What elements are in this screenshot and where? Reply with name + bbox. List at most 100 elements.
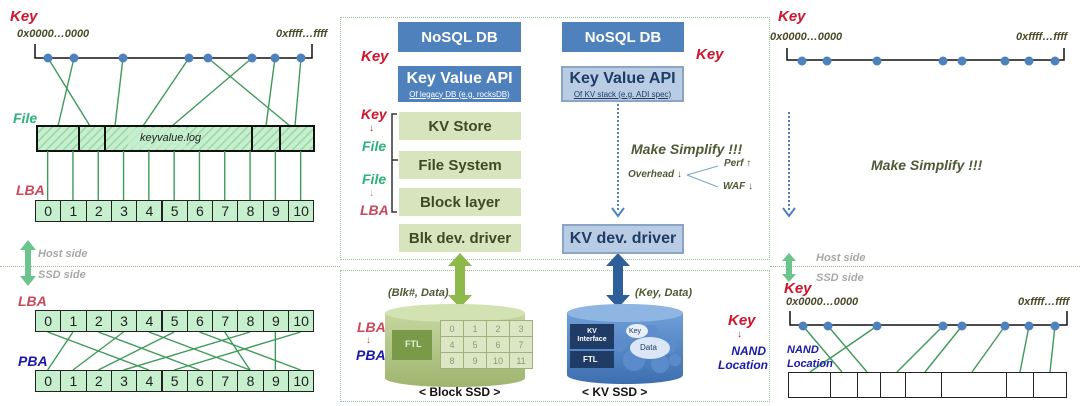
kv-interface-box xyxy=(570,324,614,349)
layer-block-layer: Block layer xyxy=(399,188,521,216)
key-dot xyxy=(69,53,79,63)
lba-to-pba-line xyxy=(173,331,301,371)
map-file-label-2: File xyxy=(362,171,387,187)
nand-map-arrow: ↓ xyxy=(737,329,742,340)
nosql-db-kv: NoSQL DB xyxy=(562,22,684,52)
pba-cell: 3 xyxy=(110,370,138,392)
kv-api-kv-title: Key Value API xyxy=(569,69,676,87)
key-dot xyxy=(1024,56,1034,66)
key-to-nand-line xyxy=(1049,325,1056,373)
lba-top-cell: 3 xyxy=(110,200,138,222)
nand-key-label: Key xyxy=(728,312,756,329)
lba-top-cell: 6 xyxy=(186,200,214,222)
pba-cell: 0 xyxy=(35,370,62,392)
lba-to-pba-line xyxy=(98,331,200,371)
pba-cell: 7 xyxy=(212,370,239,392)
lba-top-cell: 9 xyxy=(262,200,289,222)
nand-cell xyxy=(788,372,831,398)
map-lba-label: LBA xyxy=(360,202,389,218)
key-to-nand-line xyxy=(827,325,868,373)
kv-api-legacy: Key Value API Of legacy DB (e.g. rocksDB… xyxy=(398,66,521,102)
blk-dev-driver: Blk dev. driver xyxy=(399,224,521,252)
nand-cell xyxy=(880,372,906,398)
left-key-range-start: 0x0000…0000 xyxy=(17,28,90,40)
left-host-ssd-divider xyxy=(0,266,340,267)
lba-to-pba-line xyxy=(148,331,251,371)
kv-api-legacy-subtitle: Of legacy DB (e.g. rocksDB) xyxy=(409,89,510,99)
lba-bottom-cell: 4 xyxy=(136,310,163,332)
lba-top-cell: 10 xyxy=(288,200,315,222)
ftl-grid-cell: 8 xyxy=(440,352,464,369)
key-dot xyxy=(823,321,833,331)
key-to-nand-line xyxy=(971,325,1006,373)
kv-api-legacy-title: Key Value API xyxy=(406,69,513,87)
key-dot xyxy=(822,56,832,66)
lba-to-pba-line xyxy=(123,331,251,371)
kv-ftl-label: FTL xyxy=(583,355,598,364)
kv-io-arrow xyxy=(606,253,630,308)
lba-top-cell: 8 xyxy=(237,200,264,222)
key-range-axis xyxy=(34,44,313,59)
overhead-label: Overhead ↓ xyxy=(628,169,682,180)
ftl-grid-cell: 4 xyxy=(440,336,464,353)
key-dot xyxy=(957,321,967,331)
nosql-db-legacy: NoSQL DB xyxy=(398,22,521,52)
key-to-file-line xyxy=(294,57,302,127)
lba-bottom-cell: 7 xyxy=(212,310,239,332)
block-ssd-caption: < Block SSD > xyxy=(419,385,501,399)
lba-top-cell: 7 xyxy=(212,200,239,222)
nand-location-label: NAND Location xyxy=(718,344,768,373)
key-dot xyxy=(1050,321,1060,331)
key-to-file-line xyxy=(57,57,75,127)
key-dot xyxy=(1050,56,1060,66)
lba-bottom-cell: 0 xyxy=(35,310,62,332)
lba-bottom-cell: 9 xyxy=(262,310,289,332)
key-to-nand-line xyxy=(896,325,944,373)
key-to-file-line xyxy=(142,57,190,127)
bubble-data-label: Data xyxy=(640,343,657,352)
key-dot xyxy=(797,56,807,66)
map-file-label-1: File xyxy=(362,138,387,154)
nosql-db-kv-label: NoSQL DB xyxy=(584,28,662,46)
kv-api-kv-subtitle: Of KV stack (e.g. ADI spec) xyxy=(573,89,672,99)
map-arrow-2: ↓ xyxy=(369,188,374,199)
key-dot xyxy=(296,53,306,63)
map-key-label: Key xyxy=(361,106,387,122)
mapping-bracket xyxy=(391,113,398,213)
blk-dev-driver-label: Blk dev. driver xyxy=(408,229,512,247)
pba-cell: 9 xyxy=(262,370,289,392)
lba-bottom-cell: 1 xyxy=(60,310,87,332)
nand-cell xyxy=(857,372,881,398)
pba-cell: 5 xyxy=(161,370,188,392)
nand-cell xyxy=(941,372,1007,398)
left-key-range-end: 0xffff…ffff xyxy=(276,28,328,40)
make-simplify-right: Make Simplify !!! xyxy=(871,157,983,173)
kv-dev-driver-label: KV dev. driver xyxy=(569,230,677,247)
lba-top-cell: 0 xyxy=(35,200,62,222)
ftl-grid-cell: 7 xyxy=(509,336,533,353)
right-key-range-start: 0x0000…0000 xyxy=(770,31,843,43)
block-ftl-box xyxy=(392,330,432,360)
lba-bottom-cell: 8 xyxy=(237,310,264,332)
lba-top-cell: 5 xyxy=(161,200,188,222)
ftl-grid-cell: 5 xyxy=(463,336,487,353)
right-key-range-axis-bottom xyxy=(789,311,1068,326)
left-host-side-label: Host side xyxy=(38,248,88,260)
pba-cell: 8 xyxy=(237,370,264,392)
right-key-range-end-bottom: 0xffff…ffff xyxy=(1018,296,1070,308)
key-dot xyxy=(1000,321,1010,331)
ftl-grid-cell: 10 xyxy=(486,352,510,369)
pba-cell: 2 xyxy=(85,370,112,392)
key-dot xyxy=(938,321,948,331)
key-to-file-line xyxy=(207,57,291,127)
file-name: keyvalue.log xyxy=(140,132,202,144)
key-dot xyxy=(270,53,280,63)
key-dot xyxy=(957,56,967,66)
lba-top-cell: 2 xyxy=(85,200,112,222)
key-to-nand-line xyxy=(1019,325,1030,373)
right-key-range-start-bottom: 0x0000…0000 xyxy=(786,296,859,308)
lba-bottom-cell: 6 xyxy=(186,310,214,332)
left-file-label: File xyxy=(13,110,38,126)
lba-to-pba-line xyxy=(72,331,124,371)
